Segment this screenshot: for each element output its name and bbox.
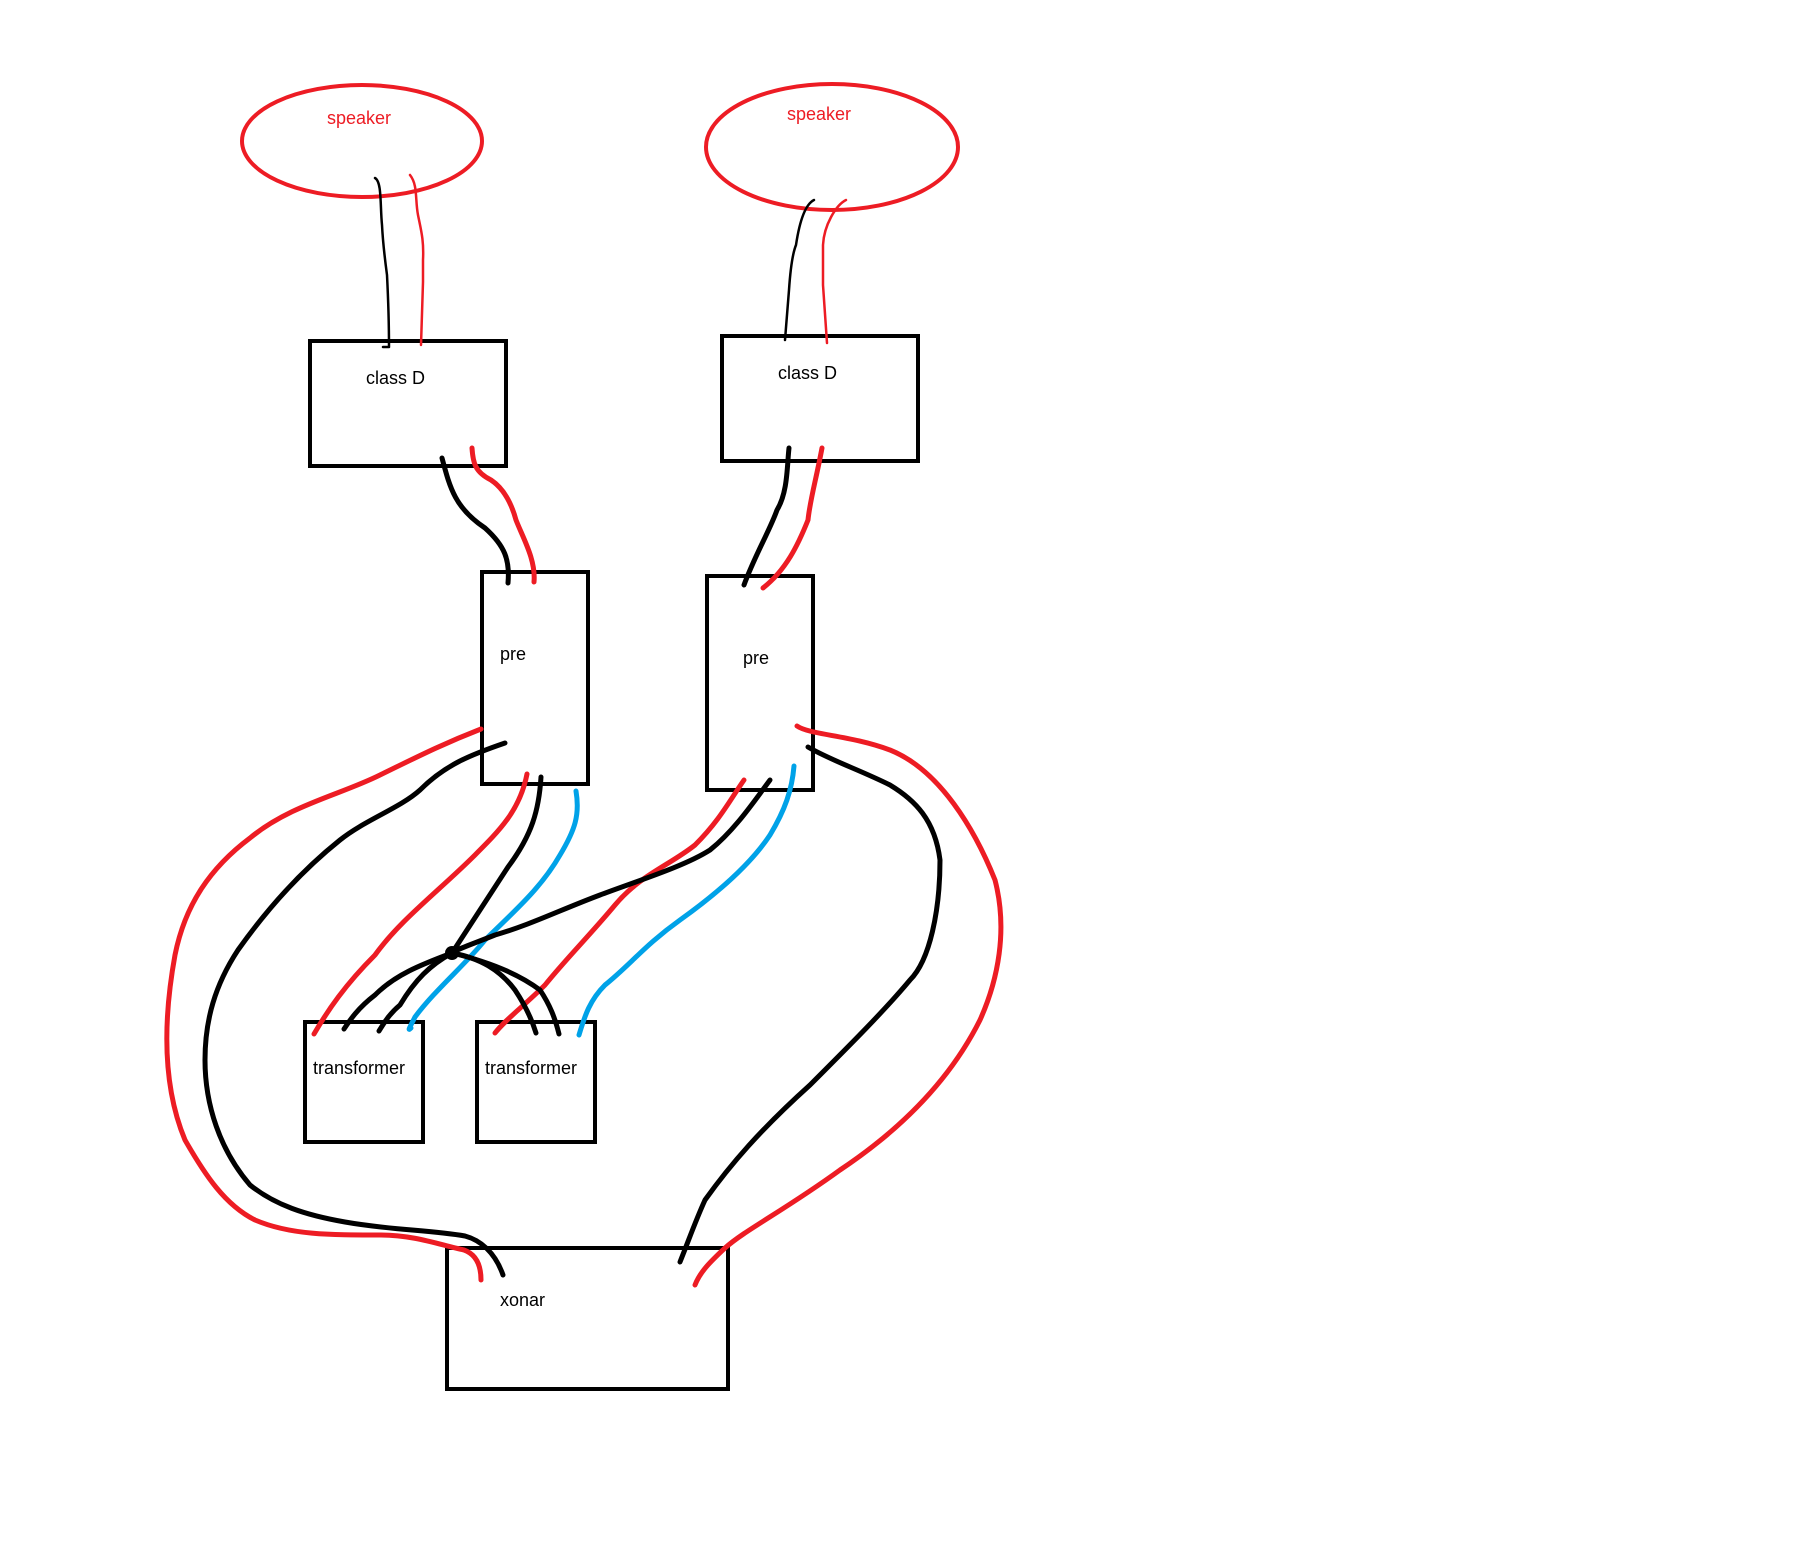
transformer-left-box [303,1020,425,1144]
amp-left-box [308,339,508,468]
preamp-right-label: pre [743,648,769,668]
preamp-right-box [705,574,815,792]
wire-right-speaker-black [783,198,816,342]
transformer-right-box [475,1020,597,1144]
transformer-right-label: transformer [485,1058,577,1078]
transformer-left-label: transformer [313,1058,405,1078]
wire-left-pre-xonar-black [202,740,508,1278]
preamp-left-label: pre [500,644,526,664]
ground-junction-node [445,946,459,960]
amp-right-label: class D [778,363,837,383]
wire-left-amp-pre-red [469,445,537,585]
amp-right: class D [720,334,920,463]
wire-right-amp-pre-black [741,445,792,588]
speaker-left-label: speaker [327,108,391,128]
wire-right-pre-transformer-blue [576,763,797,1038]
speaker-left-outline [240,83,484,199]
preamp-left: pre [480,570,590,786]
amp-left-label: class D [366,368,425,388]
speaker-left: speaker [240,83,484,199]
speaker-right: speaker [704,82,960,212]
transformer-left: transformer [303,1020,425,1144]
preamp-right: pre [705,574,815,792]
wire-left-pre-black-to-node [449,774,544,956]
xonar-soundcard: xonar [445,1246,730,1391]
wire-node-transformer-right-b [449,950,562,1037]
wire-left-pre-transformer-blue [406,788,580,1032]
amp-right-box [720,334,920,463]
wire-left-speaker-red [408,173,425,347]
preamp-left-box [480,570,590,786]
wire-left-pre-xonar-red [164,726,484,1283]
wire-right-pre-transformer-red [492,777,747,1036]
wire-node-transformer-left-a [341,950,455,1032]
wire-right-amp-pre-red [760,445,825,591]
xonar-label: xonar [500,1290,545,1310]
wire-left-speaker-black [373,176,391,349]
wire-right-pre-black-to-node [449,777,773,956]
wire-left-pre-transformer-red [311,771,530,1037]
wire-left-amp-pre-black [439,455,511,586]
transformer-right: transformer [475,1020,597,1144]
wire-node-transformer-left-b [376,950,455,1034]
speaker-right-label: speaker [787,104,851,124]
speaker-right-outline [704,82,960,212]
wire-right-speaker-red [821,198,848,345]
xonar-box [445,1246,730,1391]
wire-right-pre-xonar-black [677,744,943,1265]
wire-right-pre-xonar-red [692,723,1004,1288]
amp-left: class D [308,339,508,468]
